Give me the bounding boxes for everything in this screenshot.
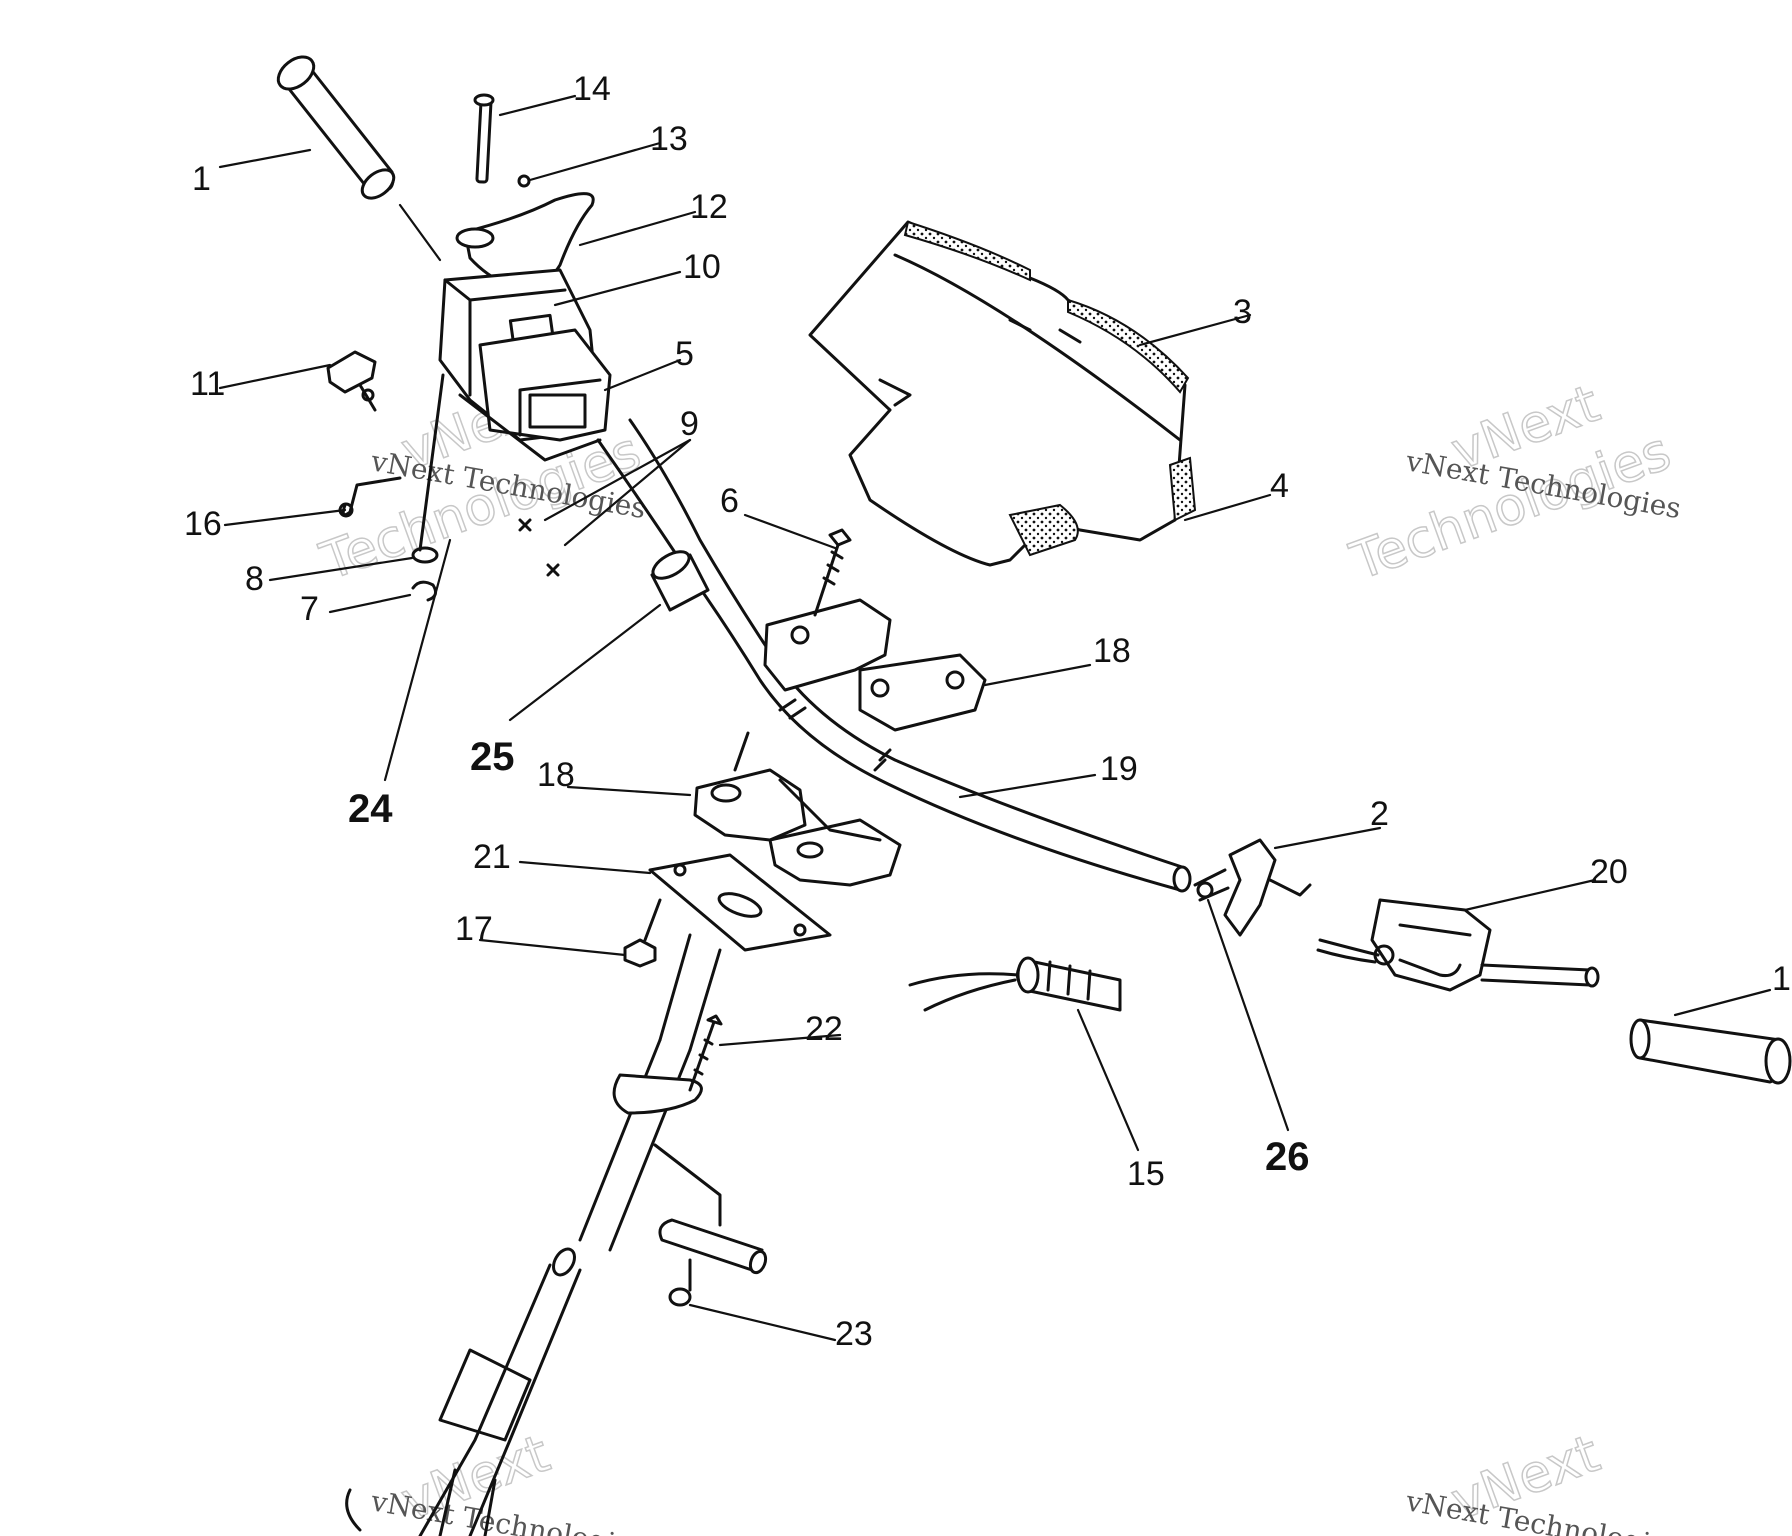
callout-labels: 1 14 13 12 10 5 9 11 16 8 7 6 3 4 18 18 … — [184, 70, 1791, 1353]
callout-1-right: 1 — [1772, 960, 1791, 998]
throttle-housing — [438, 192, 612, 462]
pin-14 — [473, 93, 495, 184]
callout-13: 13 — [650, 120, 688, 158]
brake-lever-2 — [1193, 838, 1312, 937]
callout-5: 5 — [675, 335, 694, 373]
clip-13 — [517, 174, 531, 188]
callout-17: 17 — [455, 910, 493, 948]
callout-15: 15 — [1127, 1155, 1165, 1193]
callout-20: 20 — [1590, 853, 1628, 891]
callout-14: 14 — [573, 70, 611, 108]
callout-26: 26 — [1265, 1135, 1310, 1179]
callout-3: 3 — [1233, 293, 1252, 331]
callout-4: 4 — [1270, 467, 1289, 505]
callout-11: 11 — [190, 365, 225, 403]
clamp-screw-11 — [326, 350, 377, 412]
lower-clamp-18 — [693, 731, 902, 887]
callout-22: 22 — [805, 1010, 843, 1048]
callout-18-upper: 18 — [1093, 632, 1131, 670]
callout-9: 9 — [680, 405, 699, 443]
grip-left — [276, 55, 396, 200]
headlight-cowl — [808, 220, 1197, 567]
steering-post — [345, 853, 832, 1536]
callout-2: 2 — [1370, 795, 1389, 833]
callout-21: 21 — [473, 838, 511, 876]
callout-25: 25 — [470, 735, 515, 779]
grip-right — [1629, 1018, 1792, 1085]
heater-grip-15 — [908, 956, 1122, 1012]
switch-housing-20 — [1316, 898, 1600, 992]
callout-24: 24 — [348, 787, 393, 831]
small-hardware — [338, 373, 560, 602]
callout-12: 12 — [690, 188, 728, 226]
callout-18-lower: 18 — [537, 756, 575, 794]
callout-16: 16 — [184, 505, 222, 543]
callout-6: 6 — [720, 482, 739, 520]
callout-8: 8 — [245, 560, 264, 598]
pin-23 — [653, 1143, 768, 1307]
callout-10: 10 — [683, 248, 721, 286]
callout-7: 7 — [300, 590, 319, 628]
callout-19: 19 — [1100, 750, 1138, 788]
leader-lines — [218, 94, 1772, 1342]
upper-clamp-18 — [763, 528, 987, 732]
callout-1-left: 1 — [192, 160, 211, 198]
callout-23: 23 — [835, 1315, 873, 1353]
